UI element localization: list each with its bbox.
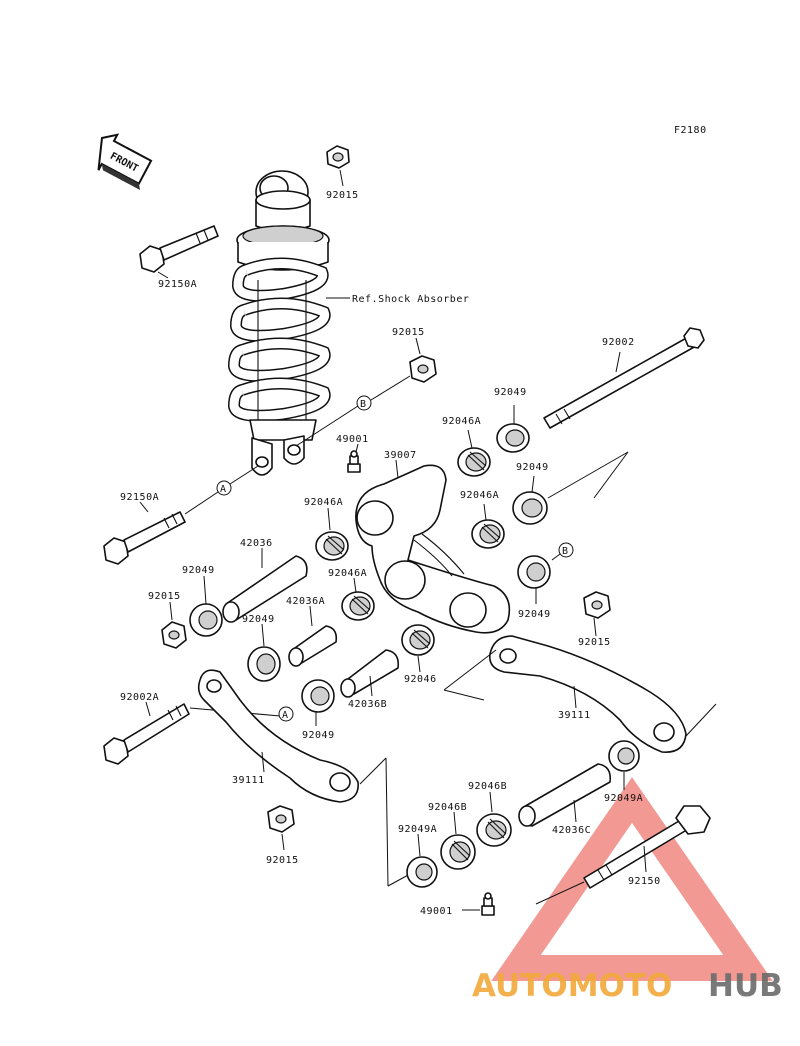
- ref-shock-absorber-label: Ref.Shock Absorber: [352, 294, 469, 305]
- label-92046A-c: 92046A: [304, 497, 343, 508]
- watermark-part2: HUB: [708, 968, 783, 1004]
- label-92015-bottom: 92015: [266, 855, 299, 866]
- bearing-92046B-b: [476, 813, 512, 847]
- label-92049-c: 92049: [182, 565, 215, 576]
- label-39111-left: 39111: [232, 775, 265, 786]
- bearing-92046B-a: [440, 834, 476, 870]
- washer-92049-f: [301, 679, 335, 713]
- label-92046: 92046: [404, 674, 437, 685]
- callout-b-top: B: [360, 399, 367, 410]
- watermark-part1: AUTOMOTO: [472, 968, 672, 1004]
- bearing-92046A-d: [341, 591, 375, 621]
- link-39111-left: [197, 669, 359, 803]
- label-42036A: 42036A: [286, 596, 325, 607]
- label-92049-d: 92049: [242, 614, 275, 625]
- bolt-92002: [543, 327, 705, 429]
- label-92049A-a: 92049A: [398, 824, 437, 835]
- bearing-92046: [401, 624, 435, 656]
- washer-92049-c: [189, 603, 223, 637]
- washer-92049-b: [512, 491, 548, 525]
- label-92049-e: 92049: [518, 609, 551, 620]
- label-92046A-b: 92046A: [460, 490, 499, 501]
- bearing-92046A-c: [315, 531, 349, 561]
- bolt-92150A-left: [103, 511, 186, 565]
- nut-92015-bottom: [267, 805, 295, 833]
- label-92150A-left: 92150A: [120, 492, 159, 503]
- nut-92015-top: [326, 145, 350, 169]
- figure-code: F2180: [674, 125, 707, 136]
- label-42036B: 42036B: [348, 699, 387, 710]
- rocker-arm-39007: [355, 464, 511, 634]
- label-92049-f: 92049: [302, 730, 335, 741]
- collar-42036C: [518, 763, 612, 827]
- label-92046A-a: 92046A: [442, 416, 481, 427]
- label-92046B-a: 92046B: [428, 802, 467, 813]
- label-92150: 92150: [628, 876, 661, 887]
- label-92015-top: 92015: [326, 190, 359, 201]
- label-92049A-b: 92049A: [604, 793, 643, 804]
- label-92046B-b: 92046B: [468, 781, 507, 792]
- callout-a-left: A: [220, 484, 227, 495]
- label-39007: 39007: [384, 450, 417, 461]
- washer-92049-e: [517, 555, 551, 589]
- label-92049-a: 92049: [494, 387, 527, 398]
- collar-42036B: [340, 649, 400, 698]
- link-39111-right: [488, 635, 687, 753]
- collar-42036: [222, 555, 308, 623]
- collar-42036A: [288, 625, 338, 667]
- label-49001-top: 49001: [336, 434, 369, 445]
- bolt-92150A-top: [139, 225, 219, 273]
- bearing-92046A-a: [457, 447, 491, 477]
- washer-92049-d: [247, 646, 281, 682]
- label-92049-b: 92049: [516, 462, 549, 473]
- label-92015-right: 92015: [578, 637, 611, 648]
- grease-fitting-49001-bottom: [481, 892, 495, 916]
- bolt-92002A: [103, 703, 190, 765]
- label-92015-left: 92015: [148, 591, 181, 602]
- nut-92015-left: [161, 621, 187, 649]
- washer-92049-a: [496, 423, 530, 453]
- bolt-92150: [583, 805, 711, 889]
- washer-92049A-a: [406, 856, 438, 888]
- label-39111-right: 39111: [558, 710, 591, 721]
- label-92002A: 92002A: [120, 692, 159, 703]
- washer-92049A-b: [608, 740, 640, 772]
- label-92046A-d: 92046A: [328, 568, 367, 579]
- label-92002: 92002: [602, 337, 635, 348]
- callout-b-right: B: [562, 546, 569, 557]
- label-49001-bottom: 49001: [420, 906, 453, 917]
- label-92015-mid: 92015: [392, 327, 425, 338]
- bearing-92046A-b: [471, 519, 505, 549]
- shock-absorber: [227, 170, 331, 476]
- grease-fitting-49001-top: [347, 450, 361, 473]
- callout-a-bottom: A: [282, 710, 289, 721]
- nut-92015-right: [583, 591, 611, 619]
- label-92150A-top: 92150A: [158, 279, 197, 290]
- watermark-logo: [491, 777, 773, 981]
- watermark-text: AUTOMOTO HUB: [472, 968, 783, 1004]
- front-arrow-icon: FRONT: [97, 133, 153, 190]
- label-42036C: 42036C: [552, 825, 591, 836]
- nut-92015-mid: [409, 355, 437, 383]
- label-42036: 42036: [240, 538, 273, 549]
